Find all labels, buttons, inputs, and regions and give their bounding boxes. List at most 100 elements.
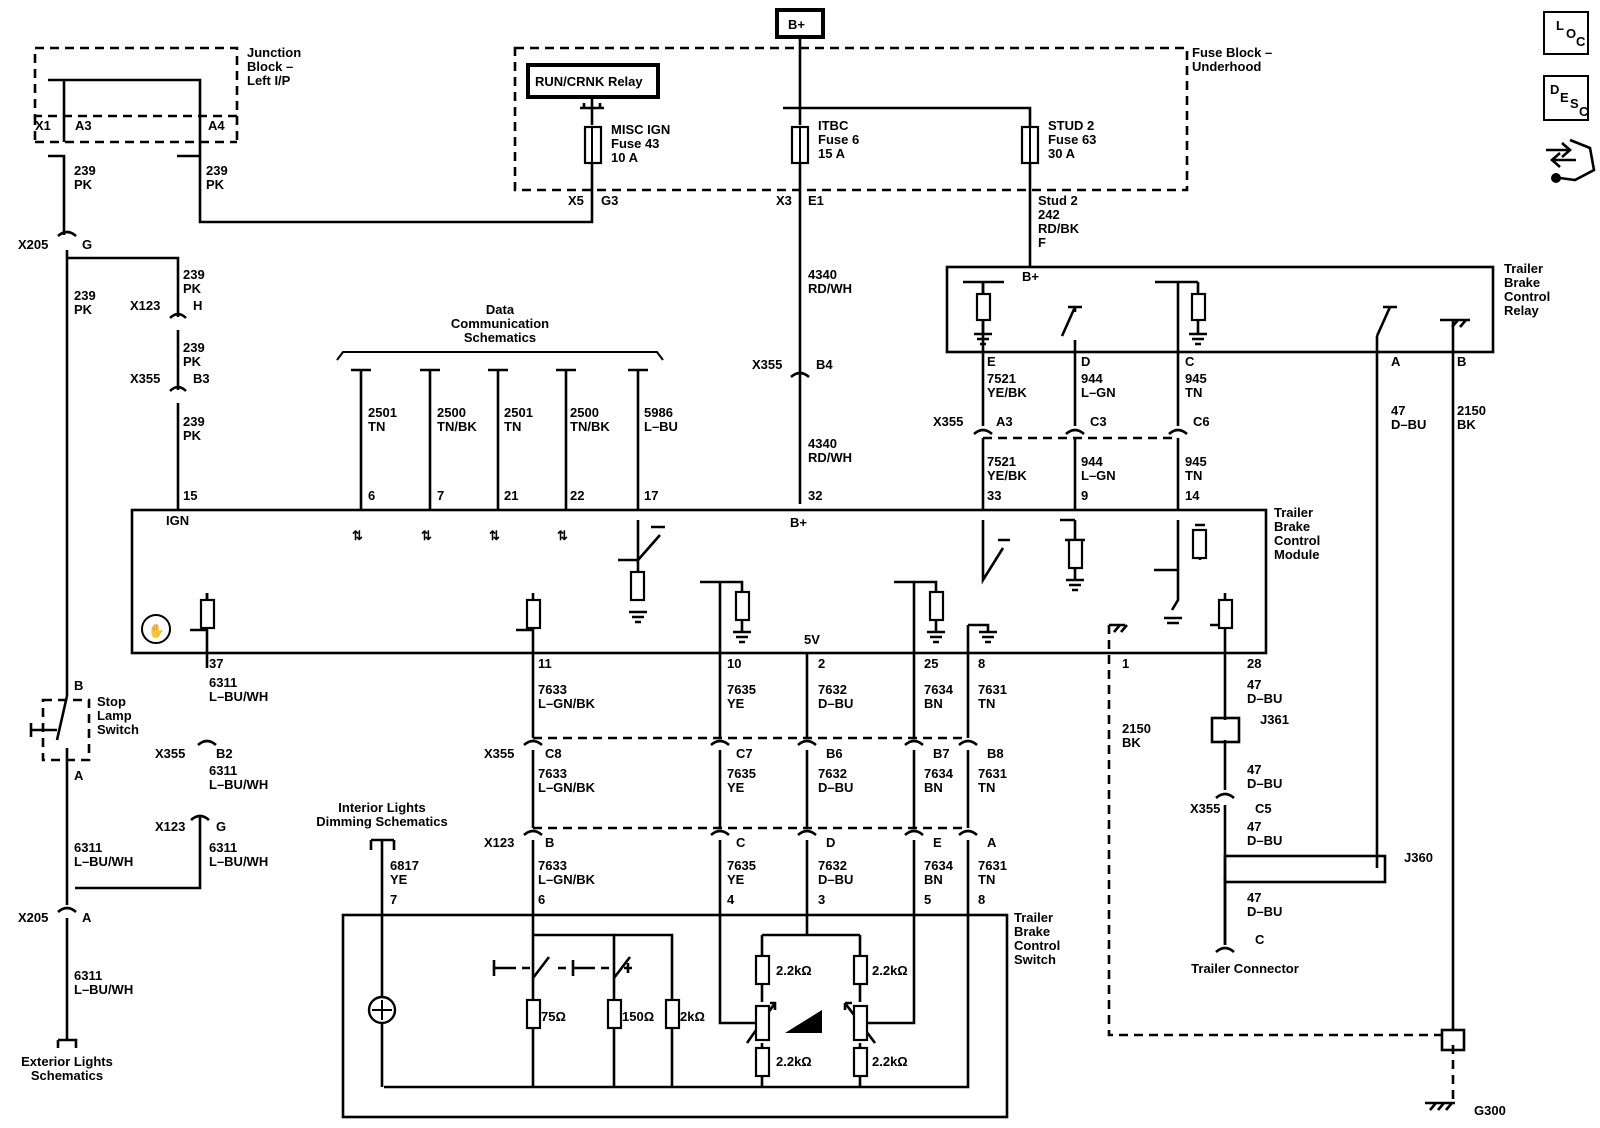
wire-label: A xyxy=(74,768,84,783)
wire-label: B8 xyxy=(987,746,1004,761)
fuses xyxy=(580,103,1040,165)
trailer-connector-label: Trailer Connector xyxy=(1191,961,1299,976)
stop-lamp-switch-box xyxy=(41,698,91,762)
connectors xyxy=(56,230,1466,1052)
wire-label: X123 xyxy=(130,298,160,313)
wire-label: X205 xyxy=(18,237,48,252)
wire-label: 5 xyxy=(924,892,931,907)
wire-label: B4 xyxy=(816,357,833,372)
wire-label: 2.2kΩ xyxy=(776,963,812,978)
wire-label: 25 xyxy=(924,656,938,671)
wire-label: 11 xyxy=(538,656,552,671)
wires xyxy=(29,37,1470,1111)
wire-label: 75Ω xyxy=(541,1009,566,1024)
wire-label: A4 xyxy=(208,118,225,133)
svg-text:⇅: ⇅ xyxy=(352,528,363,543)
wire-label: 21 xyxy=(504,488,518,503)
wire-label: 2.2kΩ xyxy=(872,963,908,978)
wire-label: 28 xyxy=(1247,656,1261,671)
wire-label: H xyxy=(193,298,202,313)
wire-label: X123 xyxy=(484,835,514,850)
wire-label: J360 xyxy=(1404,850,1433,865)
wire-label: X355 xyxy=(933,414,963,429)
location-icon-letter-2: C xyxy=(1576,34,1586,49)
fuse-block-label: Fuse Block –Underhood xyxy=(1192,45,1272,74)
wire-label: B+ xyxy=(790,515,807,530)
wire-label: J361 xyxy=(1260,712,1289,727)
location-icon-letter-1: O xyxy=(1566,26,1576,41)
wire-label: X205 xyxy=(18,910,48,925)
switch-box xyxy=(341,913,1009,1119)
ground-label: G300 xyxy=(1474,1103,1506,1118)
wire-label: C8 xyxy=(545,746,562,761)
description-icon-letter-1: E xyxy=(1560,90,1569,105)
location-icon xyxy=(1543,11,1589,55)
wire-label: G xyxy=(216,819,226,834)
wire-label: 10 xyxy=(727,656,741,671)
svg-text:⇅: ⇅ xyxy=(557,528,568,543)
run-crnk-relay-label: RUN/CRNK Relay xyxy=(535,74,643,89)
description-icon-letter-0: D xyxy=(1550,82,1559,97)
wire-label: X355 xyxy=(752,357,782,372)
wire-label: C xyxy=(1255,932,1265,947)
wire-label: 9 xyxy=(1081,488,1088,503)
wire-label: 3 xyxy=(818,892,825,907)
fuse-block-box xyxy=(513,46,1189,192)
wire-label: G xyxy=(82,237,92,252)
wire-label: E xyxy=(987,354,996,369)
wire-label: 2kΩ xyxy=(680,1009,705,1024)
wire-label: 22 xyxy=(570,488,584,503)
wire-label: E1 xyxy=(808,193,824,208)
wire-label: E xyxy=(933,835,942,850)
hand-icon xyxy=(141,614,171,644)
wire-label: D xyxy=(1081,354,1090,369)
wire-label: 6 xyxy=(368,488,375,503)
wire-label: X355 xyxy=(130,371,160,386)
wire-label: 2 xyxy=(818,656,825,671)
wire-label: 150Ω xyxy=(622,1009,654,1024)
wire-label: 2.2kΩ xyxy=(872,1054,908,1069)
description-icon-letter-2: S xyxy=(1570,96,1579,111)
bplus-box xyxy=(775,8,825,39)
wire-label: 15 xyxy=(183,488,197,503)
wire-label: A xyxy=(82,910,92,925)
svg-text:⇅: ⇅ xyxy=(421,528,432,543)
wire-label: X5 xyxy=(568,193,584,208)
bus-arrows: ⇅ ⇅ ⇅ ⇅ xyxy=(352,528,568,543)
description-icon xyxy=(1543,75,1589,121)
description-icon-letter-3: C xyxy=(1579,104,1589,119)
wire-label: X355 xyxy=(1190,801,1220,816)
wire-label: B+ xyxy=(1022,269,1039,284)
